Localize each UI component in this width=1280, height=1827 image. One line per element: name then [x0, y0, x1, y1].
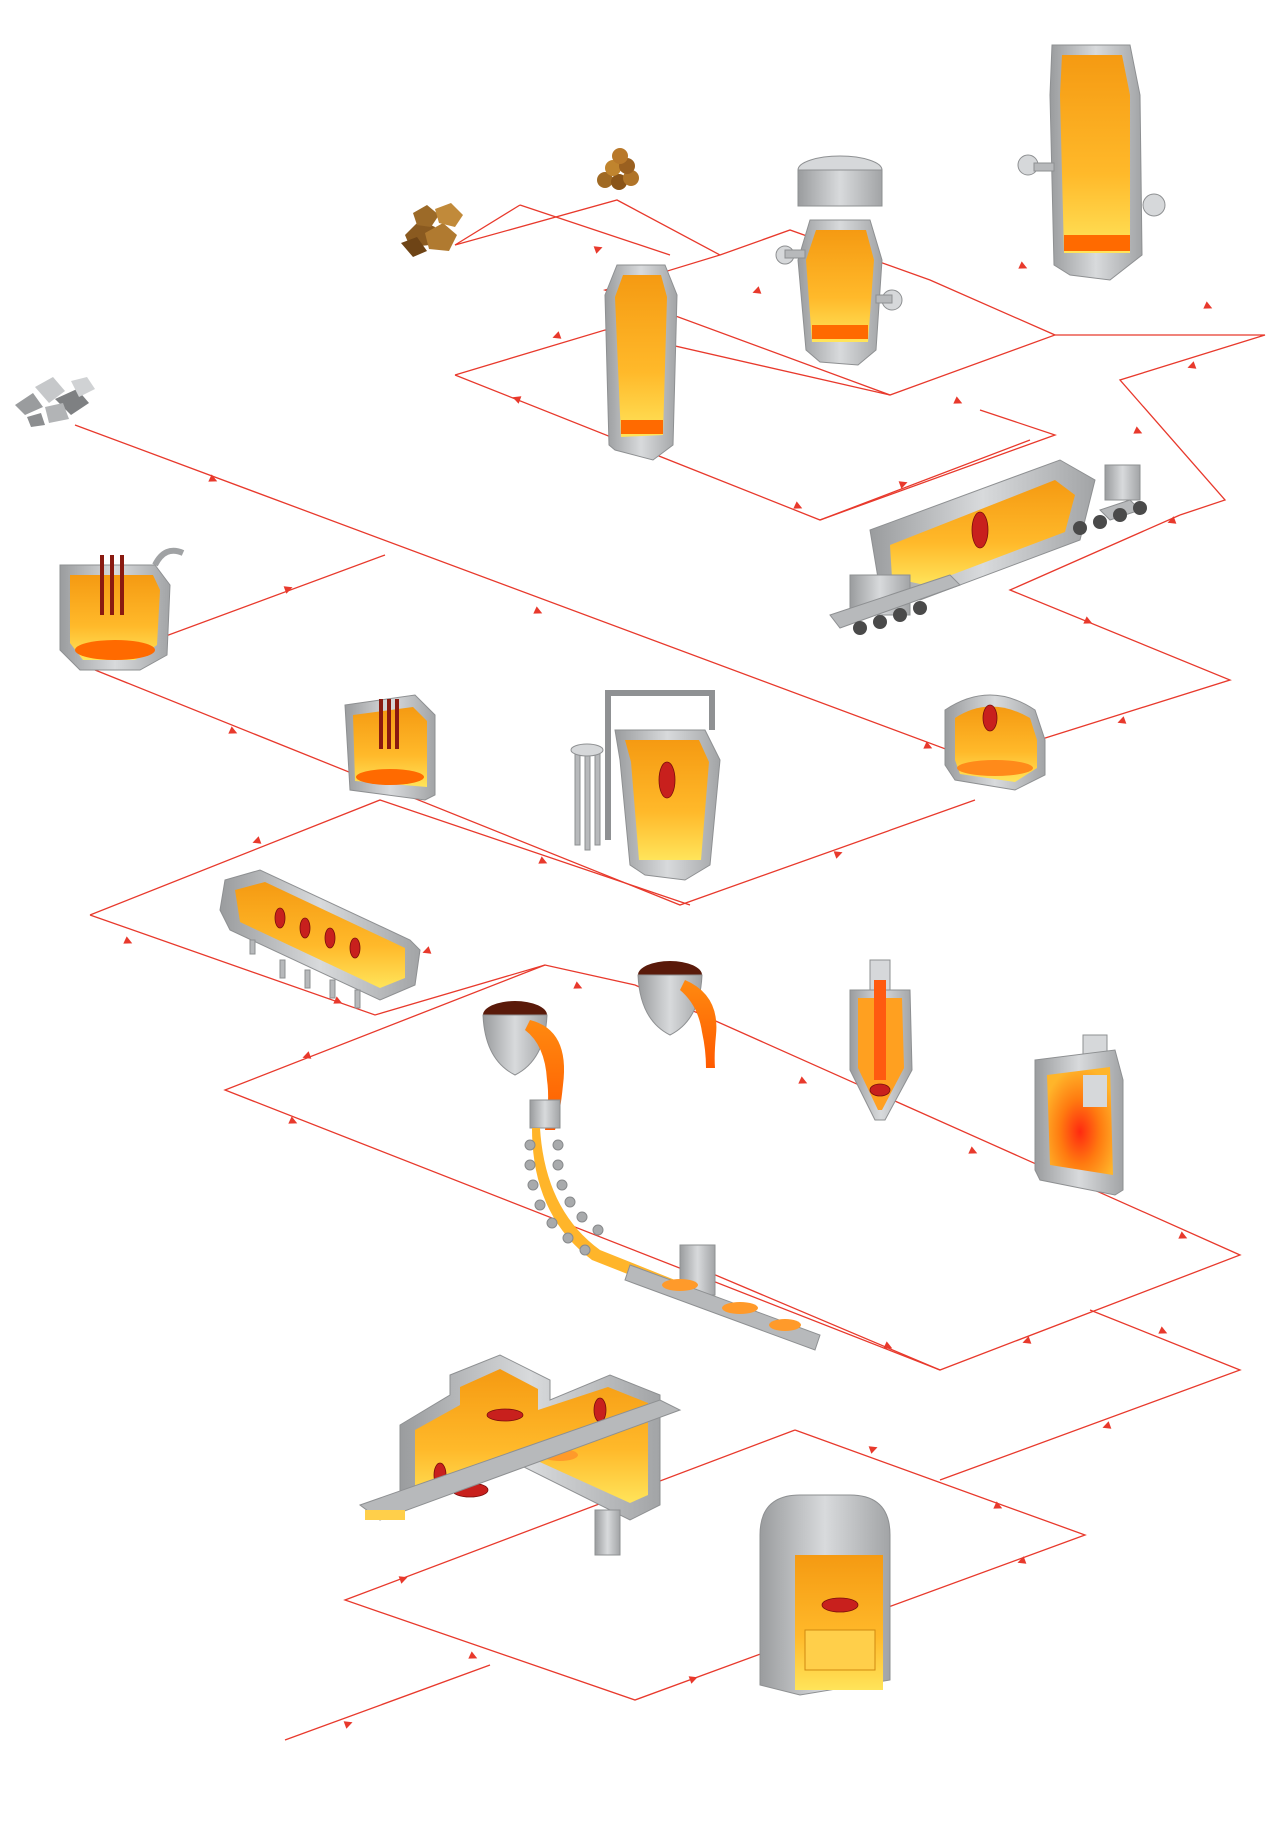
- burner-furnace-icon: [219, 869, 421, 1009]
- coal-lumps-icon: [401, 203, 463, 257]
- induction-icon: [1034, 1034, 1124, 1196]
- heat-treat-icon: [759, 1494, 891, 1696]
- small-furnace-icon: [944, 694, 1046, 791]
- furnace-icon: [604, 264, 678, 461]
- cyclone-icon: [849, 959, 913, 1121]
- caster-icon: [524, 1099, 821, 1351]
- flow-arrows: [123, 246, 1213, 1729]
- ore-pellets-icon: [597, 148, 639, 190]
- reheat-furnace-icon: [358, 1354, 682, 1556]
- scrap-icon: [15, 377, 95, 427]
- rotary-furnace-icon: [829, 459, 1147, 635]
- ladle-pour-icon: [637, 961, 717, 1068]
- converter-icon: [1017, 44, 1166, 281]
- converter-icon: [775, 155, 903, 366]
- degasser-icon: [570, 690, 721, 881]
- arc-furnace-icon: [59, 547, 185, 671]
- ladle-furnace-icon: [344, 694, 436, 801]
